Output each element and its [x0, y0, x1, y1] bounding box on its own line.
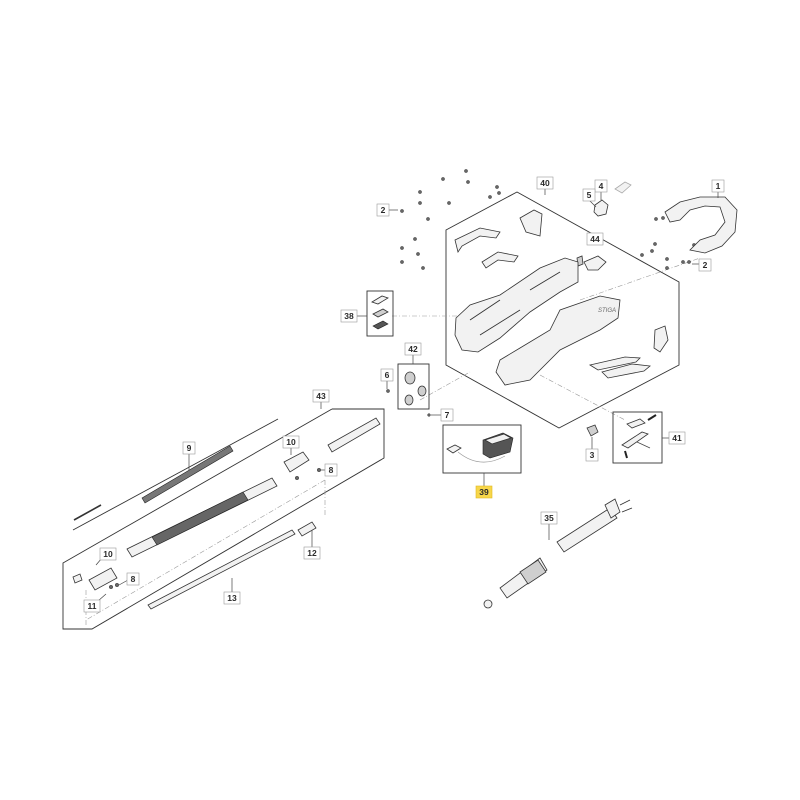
svg-text:12: 12: [307, 548, 317, 558]
callout-13[interactable]: 13: [223, 591, 241, 605]
svg-text:38: 38: [344, 311, 354, 321]
callout-39-highlighted[interactable]: 39: [475, 485, 493, 499]
group-40-housing: STIGA: [392, 189, 701, 429]
svg-text:10: 10: [286, 437, 296, 447]
callout-35[interactable]: 35: [540, 511, 558, 525]
svg-text:41: 41: [672, 433, 682, 443]
svg-text:8: 8: [329, 465, 334, 475]
left-housing-shell: [454, 257, 579, 353]
callout-10b[interactable]: 10: [99, 547, 117, 561]
part-35-extension-shaft: [483, 498, 633, 609]
svg-text:9: 9: [187, 443, 192, 453]
callout-2a[interactable]: 2: [376, 203, 390, 217]
part-6-screw: [386, 380, 390, 393]
callout-4[interactable]: 4: [594, 179, 608, 193]
part-9-flex-cable: [72, 418, 279, 531]
screw-set-right: [640, 216, 703, 270]
callout-41[interactable]: 41: [668, 431, 686, 445]
svg-text:43: 43: [316, 391, 326, 401]
part-7-screw: [427, 413, 441, 417]
group-39-battery-module: [442, 424, 522, 486]
callout-8a[interactable]: 8: [324, 463, 338, 477]
svg-text:35: 35: [544, 513, 554, 523]
svg-text:44: 44: [590, 234, 600, 244]
svg-text:3: 3: [590, 450, 595, 460]
callout-42[interactable]: 42: [404, 342, 422, 356]
group-41-trigger: [612, 411, 671, 464]
side-cover-part: [481, 251, 519, 269]
svg-text:7: 7: [445, 410, 450, 420]
callout-7[interactable]: 7: [440, 408, 454, 422]
brand-mark: STIGA: [598, 308, 616, 314]
svg-text:42: 42: [408, 344, 418, 354]
svg-text:5: 5: [587, 190, 592, 200]
callout-5[interactable]: 5: [582, 188, 596, 202]
svg-text:10: 10: [103, 549, 113, 559]
group-42-clamps: [397, 354, 430, 410]
svg-text:6: 6: [385, 370, 390, 380]
bracket-part: [519, 209, 543, 237]
callout-2b[interactable]: 2: [698, 258, 712, 272]
callout-1[interactable]: 1: [711, 179, 725, 193]
callout-labels: 1 2 2 3 4 5 6 7 8 8 9 10 10 11 12 13 35 …: [83, 176, 725, 613]
part-1-handle: [664, 191, 738, 254]
callout-44[interactable]: 44: [586, 232, 604, 246]
callout-10a[interactable]: 10: [282, 435, 300, 449]
side-cover-part: [454, 227, 501, 253]
callout-12[interactable]: 12: [303, 546, 321, 560]
svg-text:2: 2: [703, 260, 708, 270]
svg-text:1: 1: [716, 181, 721, 191]
svg-text:40: 40: [540, 178, 550, 188]
callout-38[interactable]: 38: [340, 309, 358, 323]
group-43-shaft-assembly: [62, 401, 385, 630]
svg-text:8: 8: [131, 574, 136, 584]
lever-part: [601, 363, 651, 379]
part-4-5-switch: [588, 181, 632, 217]
callout-3[interactable]: 3: [585, 448, 599, 462]
callout-8b[interactable]: 8: [126, 572, 140, 586]
callout-9[interactable]: 9: [182, 441, 196, 455]
callout-6[interactable]: 6: [380, 368, 394, 382]
group-38-buttons: [357, 290, 394, 337]
svg-text:13: 13: [227, 593, 237, 603]
callout-43[interactable]: 43: [312, 389, 330, 403]
svg-text:11: 11: [88, 601, 97, 611]
right-housing-shell: [495, 295, 621, 386]
bracket-part: [583, 255, 607, 271]
callout-40[interactable]: 40: [536, 176, 554, 190]
bracket-part: [653, 325, 669, 353]
svg-text:39: 39: [479, 487, 489, 497]
svg-text:4: 4: [599, 181, 604, 191]
screw-set-top-left: [388, 169, 501, 270]
svg-text:2: 2: [381, 205, 386, 215]
callout-11[interactable]: 11: [83, 599, 101, 613]
lever-part: [588, 356, 641, 371]
part-3-cap: [586, 424, 599, 449]
